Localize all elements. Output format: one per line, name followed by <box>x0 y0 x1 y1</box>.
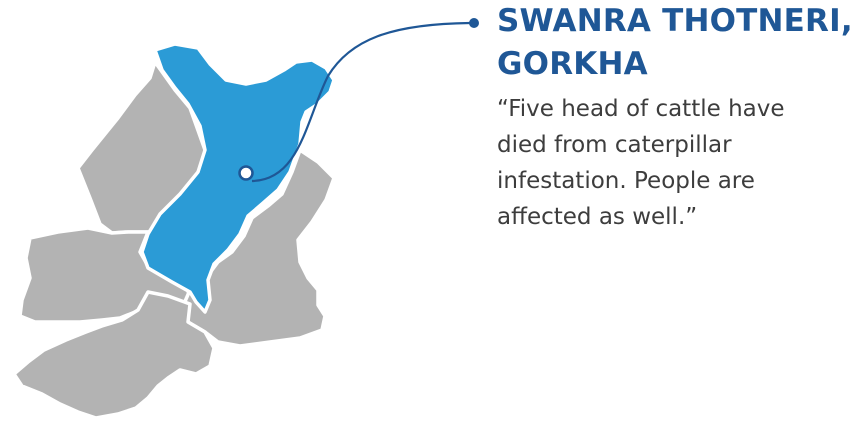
testimony-quote: “Five head of cattle have died from cate… <box>497 91 857 235</box>
connector-end-dot <box>469 18 479 28</box>
location-title-line-2: GORKHA <box>497 46 648 82</box>
quote-line-3: infestation. People are <box>497 168 755 194</box>
location-title: SWANRA THOTNERI, GORKHA <box>497 0 857 86</box>
quote-line-4: affected as well.” <box>497 204 698 230</box>
connector-line <box>251 18 479 183</box>
quote-line-1: “Five head of cattle have <box>497 96 785 122</box>
neighbouring-regions <box>12 60 336 420</box>
highlighted-region-swanra-thotneri <box>140 42 336 314</box>
quote-line-2: died from caterpillar <box>497 132 732 158</box>
location-marker-icon <box>238 165 254 181</box>
region-south <box>12 290 216 420</box>
region-east <box>181 148 336 348</box>
connector-curve <box>251 21 471 183</box>
location-title-line-1: SWANRA THOTNERI, <box>497 3 853 39</box>
